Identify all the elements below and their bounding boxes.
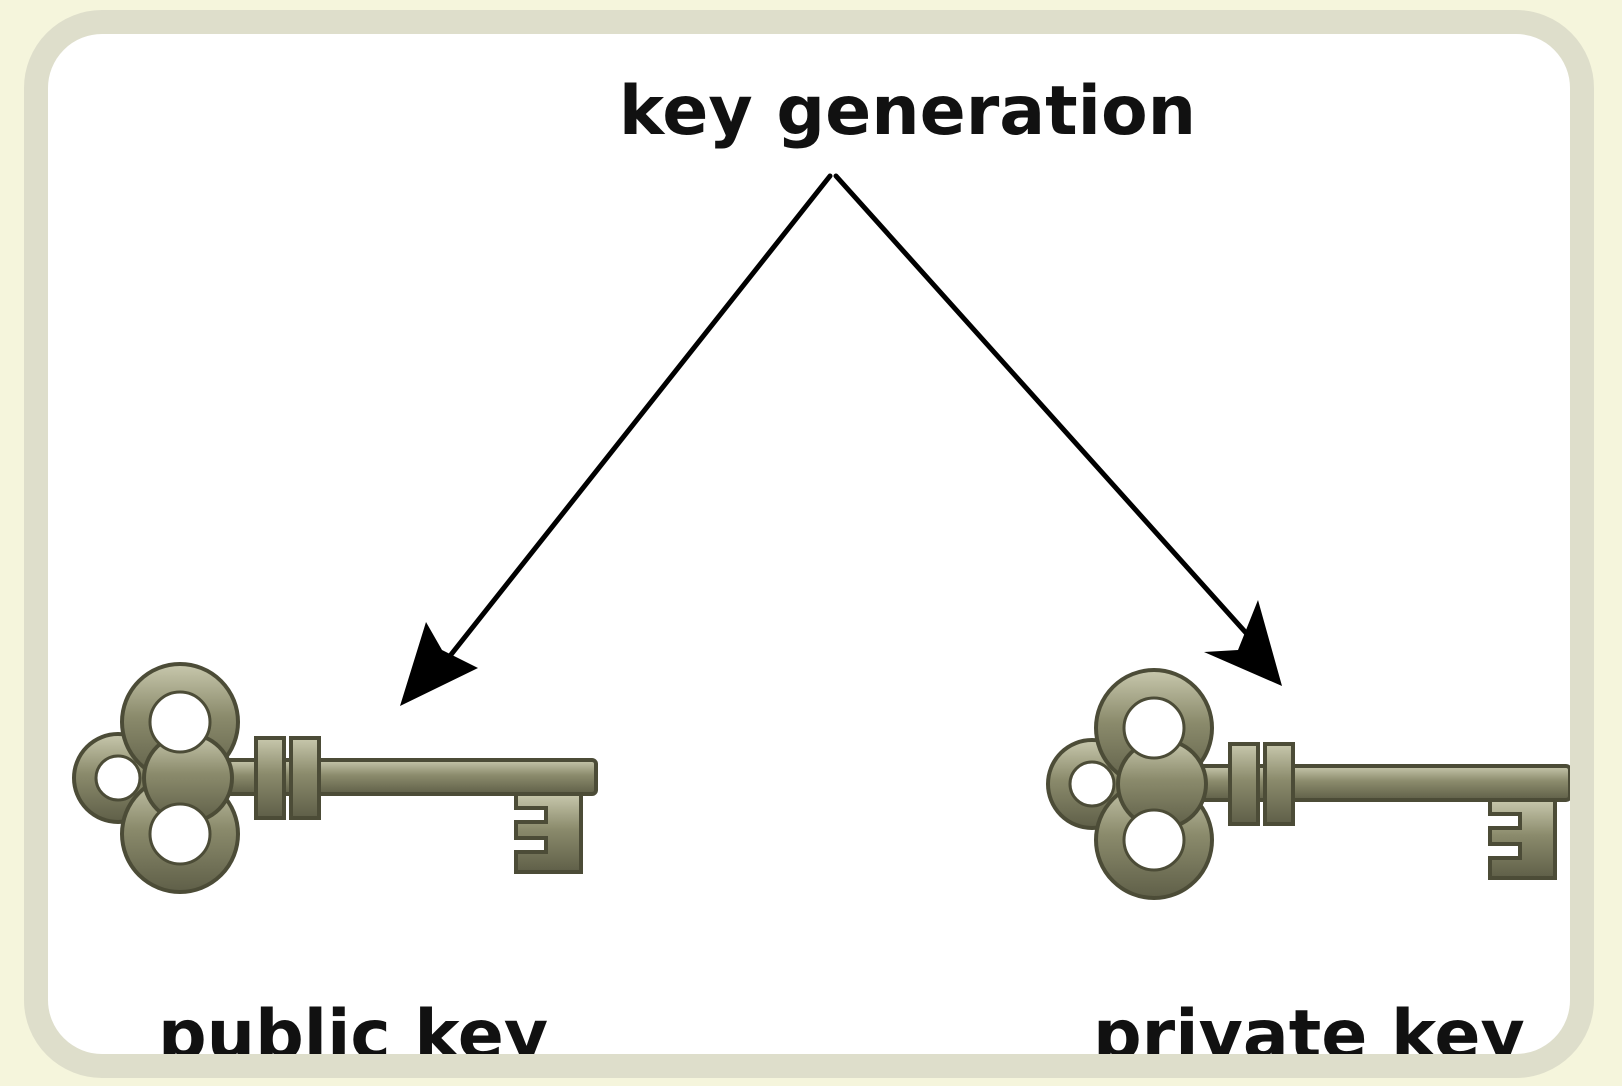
key-generation-label: key generation	[618, 72, 1197, 151]
diagram-canvas	[72, 173, 1570, 900]
arrow-to-public-key	[400, 173, 833, 706]
public-key-icon	[72, 662, 598, 894]
public-key-label: public key	[158, 996, 549, 1075]
arrow-to-private-key	[833, 173, 1282, 686]
private-key-icon	[1046, 668, 1570, 900]
diagram-panel: key generation public key private key	[24, 10, 1594, 1078]
private-key-label: private key	[1093, 996, 1525, 1075]
